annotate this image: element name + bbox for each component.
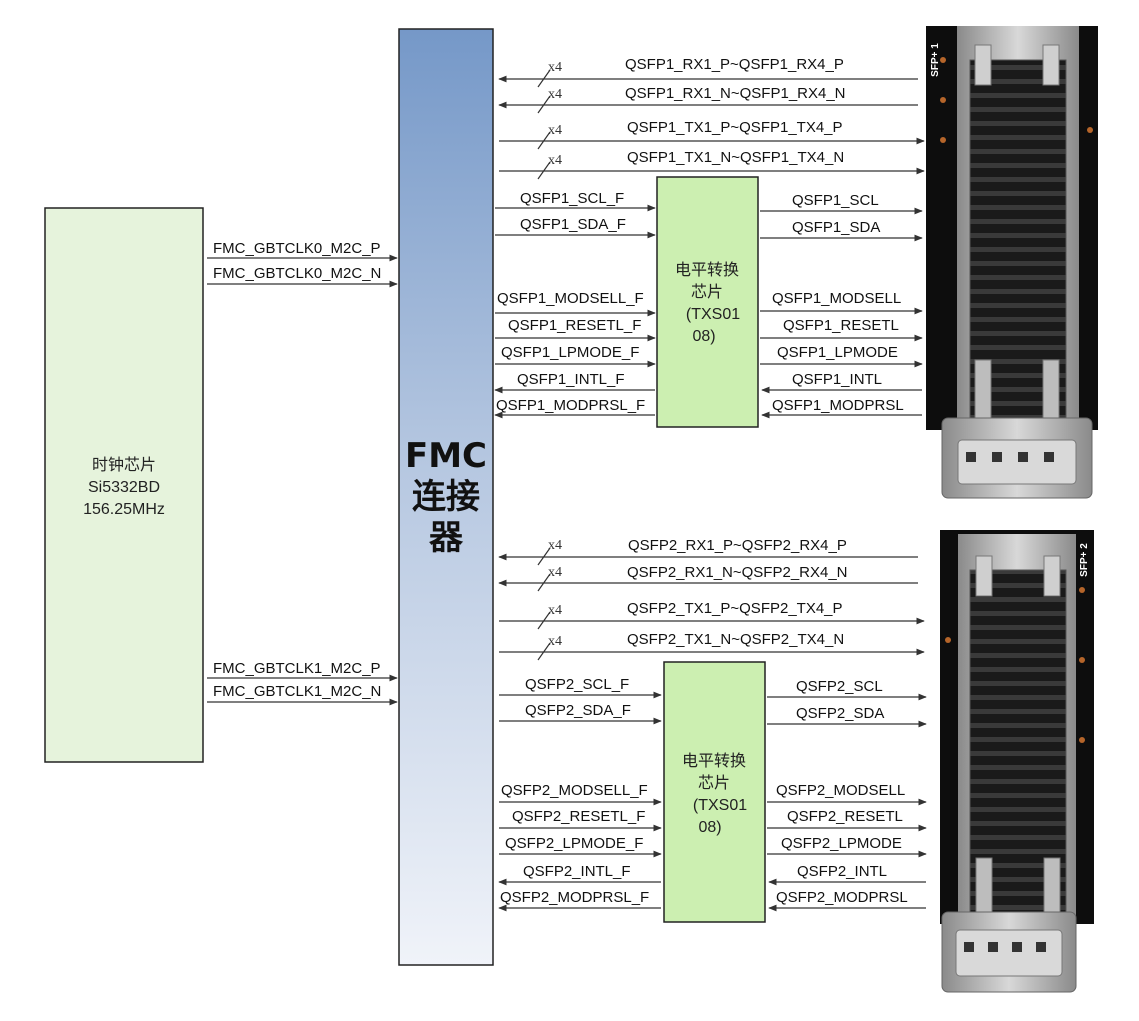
qsfp1-shifter-line2: 芯片 (691, 283, 723, 301)
qsfp2-modprsl-f-label: QSFP2_MODPRSL_F (500, 889, 649, 906)
qsfp2-modsell-f-label: QSFP2_MODSELL_F (501, 782, 648, 799)
qsfp2-tx-p-label: QSFP2_TX1_P~QSFP2_TX4_P (627, 600, 843, 617)
qsfp2-shifter-line4: 08) (698, 819, 721, 836)
qsfp1-tx-n-label: QSFP1_TX1_N~QSFP1_TX4_N (627, 149, 844, 166)
qsfp1-level-shifter: 电平转换 芯片 (TXS01 08) (656, 176, 759, 428)
qsfp1-lpmode-f-label: QSFP1_LPMODE_F (501, 344, 639, 361)
qsfp1-sda-label: QSFP1_SDA (792, 219, 880, 236)
qsfp2-lpmode-label: QSFP2_LPMODE (781, 835, 902, 852)
qsfp2-sda-f-label: QSFP2_SDA_F (525, 702, 631, 719)
qsfp1-intl-f-label: QSFP1_INTL_F (517, 371, 625, 388)
qsfp1-tx-p-label: QSFP1_TX1_P~QSFP1_TX4_P (627, 119, 843, 136)
signal-clk1-p: FMC_GBTCLK1_M2C_P (213, 660, 381, 677)
qsfp1-cage-image: SFP+ 1 (926, 26, 1098, 499)
qsfp1-rx-n-label: QSFP1_RX1_N~QSFP1_RX4_N (625, 85, 846, 102)
qsfp2-modsell-label: QSFP2_MODSELL (776, 782, 905, 799)
qsfp2-lines (498, 547, 927, 912)
clock-chip-name: 时钟芯片 (92, 456, 156, 474)
qsfp1-intl-label: QSFP1_INTL (792, 371, 882, 388)
qsfp2-rxp-bus-width: x4 (548, 538, 562, 553)
qsfp2-intl-f-label: QSFP2_INTL_F (523, 863, 631, 880)
qsfp2-sda-label: QSFP2_SDA (796, 705, 884, 722)
qsfp1-module-label: SFP+ 1 (930, 43, 941, 77)
qsfp1-lines (494, 69, 925, 419)
qsfp1-modprsl-f-label: QSFP1_MODPRSL_F (496, 397, 645, 414)
qsfp2-shifter-line1: 电平转换 (682, 752, 746, 770)
qsfp2-rxn-bus-width: x4 (548, 565, 562, 580)
qsfp2-scl-label: QSFP2_SCL (796, 678, 883, 695)
qsfp2-level-shifter: 电平转换 芯片 (TXS01 08) (663, 661, 766, 923)
qsfp1-rxp-bus-width: x4 (548, 60, 562, 75)
qsfp2-resetl-f-label: QSFP2_RESETL_F (512, 808, 645, 825)
qsfp2-txp-bus-width: x4 (548, 603, 562, 618)
clock-chip-part: Si5332BD (88, 479, 160, 496)
qsfp1-resetl-f-label: QSFP1_RESETL_F (508, 317, 641, 334)
qsfp1-txn-bus-width: x4 (548, 153, 562, 168)
qsfp2-module-label: SFP+ 2 (1079, 543, 1090, 577)
qsfp1-shifter-line1: 电平转换 (675, 261, 739, 279)
qsfp1-resetl-label: QSFP1_RESETL (783, 317, 899, 334)
qsfp2-resetl-label: QSFP2_RESETL (787, 808, 903, 825)
qsfp1-scl-f-label: QSFP1_SCL_F (520, 190, 624, 207)
qsfp1-modsell-label: QSFP1_MODSELL (772, 290, 901, 307)
clock-chip-freq: 156.25MHz (83, 501, 165, 518)
fmc-title: FMC (405, 436, 487, 476)
qsfp1-sda-f-label: QSFP1_SDA_F (520, 216, 626, 233)
qsfp1-scl-label: QSFP1_SCL (792, 192, 879, 209)
qsfp1-rx-p-label: QSFP1_RX1_P~QSFP1_RX4_P (625, 56, 844, 73)
qsfp1-shifter-line3: (TXS01 (686, 306, 740, 323)
signal-clk0-p: FMC_GBTCLK0_M2C_P (213, 240, 381, 257)
qsfp2-rx-p-label: QSFP2_RX1_P~QSFP2_RX4_P (628, 537, 847, 554)
qsfp2-cage-image: SFP+ 2 (940, 530, 1094, 993)
qsfp2-tx-n-label: QSFP2_TX1_N~QSFP2_TX4_N (627, 631, 844, 648)
qsfp1-shifter-line4: 08) (692, 328, 715, 345)
signal-clk1-n: FMC_GBTCLK1_M2C_N (213, 683, 381, 700)
qsfp2-lpmode-f-label: QSFP2_LPMODE_F (505, 835, 643, 852)
qsfp2-shifter-line2: 芯片 (698, 774, 730, 792)
qsfp1-txp-bus-width: x4 (548, 123, 562, 138)
qsfp2-intl-label: QSFP2_INTL (797, 863, 887, 880)
fmc-connector-block: FMC 连接 器 (398, 28, 494, 966)
qsfp2-modprsl-label: QSFP2_MODPRSL (776, 889, 908, 906)
qsfp1-modsell-f-label: QSFP1_MODSELL_F (497, 290, 644, 307)
fmc-subtitle-1: 连接 (412, 477, 480, 517)
fmc-subtitle-2: 器 (429, 518, 464, 558)
qsfp2-rx-n-label: QSFP2_RX1_N~QSFP2_RX4_N (627, 564, 848, 581)
clock-chip-block: 时钟芯片 Si5332BD 156.25MHz (44, 207, 204, 763)
qsfp1-rxn-bus-width: x4 (548, 87, 562, 102)
qsfp2-txn-bus-width: x4 (548, 634, 562, 649)
clock-signals (207, 254, 398, 706)
qsfp1-modprsl-label: QSFP1_MODPRSL (772, 397, 904, 414)
signal-clk0-n: FMC_GBTCLK0_M2C_N (213, 265, 381, 282)
qsfp1-lpmode-label: QSFP1_LPMODE (777, 344, 898, 361)
qsfp2-shifter-line3: (TXS01 (693, 797, 747, 814)
qsfp2-scl-f-label: QSFP2_SCL_F (525, 676, 629, 693)
